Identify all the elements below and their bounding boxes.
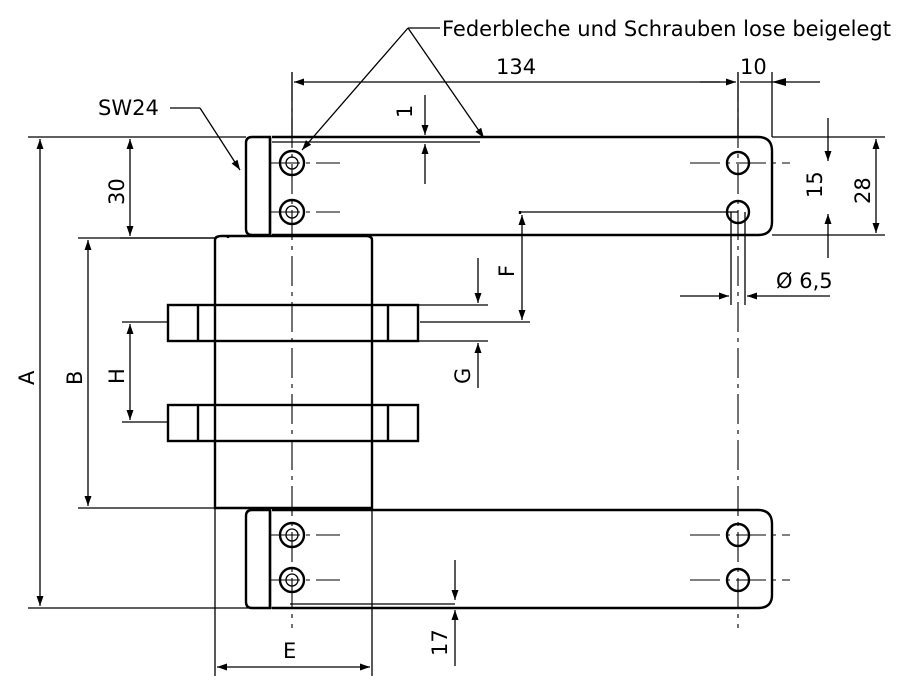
sensor-body xyxy=(213,234,374,510)
dim-134-label: 134 xyxy=(496,55,536,79)
top-nut-block xyxy=(244,135,272,237)
dim-30-label: 30 xyxy=(105,178,129,205)
dim-E-label: E xyxy=(283,639,296,663)
mounting-holes xyxy=(725,150,751,593)
dim-E: E xyxy=(214,508,373,676)
centerlines xyxy=(270,72,790,628)
note-label: Federbleche und Schrauben lose beigelegt xyxy=(442,17,891,41)
dim-10-label: 10 xyxy=(740,55,767,79)
sw24-label: SW24 xyxy=(98,96,159,120)
dim-15-label: 15 xyxy=(803,171,827,198)
dim-diameter-label: Ø 6,5 xyxy=(776,269,833,293)
dim-H: H xyxy=(105,321,168,423)
bottom-arm xyxy=(272,508,774,610)
upper-flange xyxy=(166,303,420,343)
dim-B-label: B xyxy=(63,371,87,385)
dim-134: 134 10 xyxy=(291,55,820,137)
note-callout: Federbleche und Schrauben lose beigelegt xyxy=(301,17,891,151)
bolt-heads xyxy=(278,149,306,594)
dim-17-label: 17 xyxy=(428,629,452,656)
dim-diameter: Ø 6,5 xyxy=(680,212,833,305)
dim-A: A xyxy=(15,139,272,609)
dim-17: 17 xyxy=(428,560,459,666)
dim-G-label: G xyxy=(451,368,475,384)
dim-H-label: H xyxy=(105,368,129,384)
dim-A-label: A xyxy=(15,370,39,385)
dim-15-28: 15 28 xyxy=(772,118,885,258)
dim-F-label: F xyxy=(495,265,519,277)
dim-G: G xyxy=(418,258,488,388)
dim-B: B xyxy=(63,237,272,509)
dim-1: 1 xyxy=(393,95,429,184)
lower-flange xyxy=(166,403,420,443)
dim-30: 30 xyxy=(28,136,246,239)
dim-28-label: 28 xyxy=(851,177,875,204)
dim-F: F xyxy=(420,215,530,323)
dim-1-label: 1 xyxy=(393,105,417,118)
sw24-callout: SW24 xyxy=(98,96,241,171)
bottom-nut-block xyxy=(244,508,272,610)
